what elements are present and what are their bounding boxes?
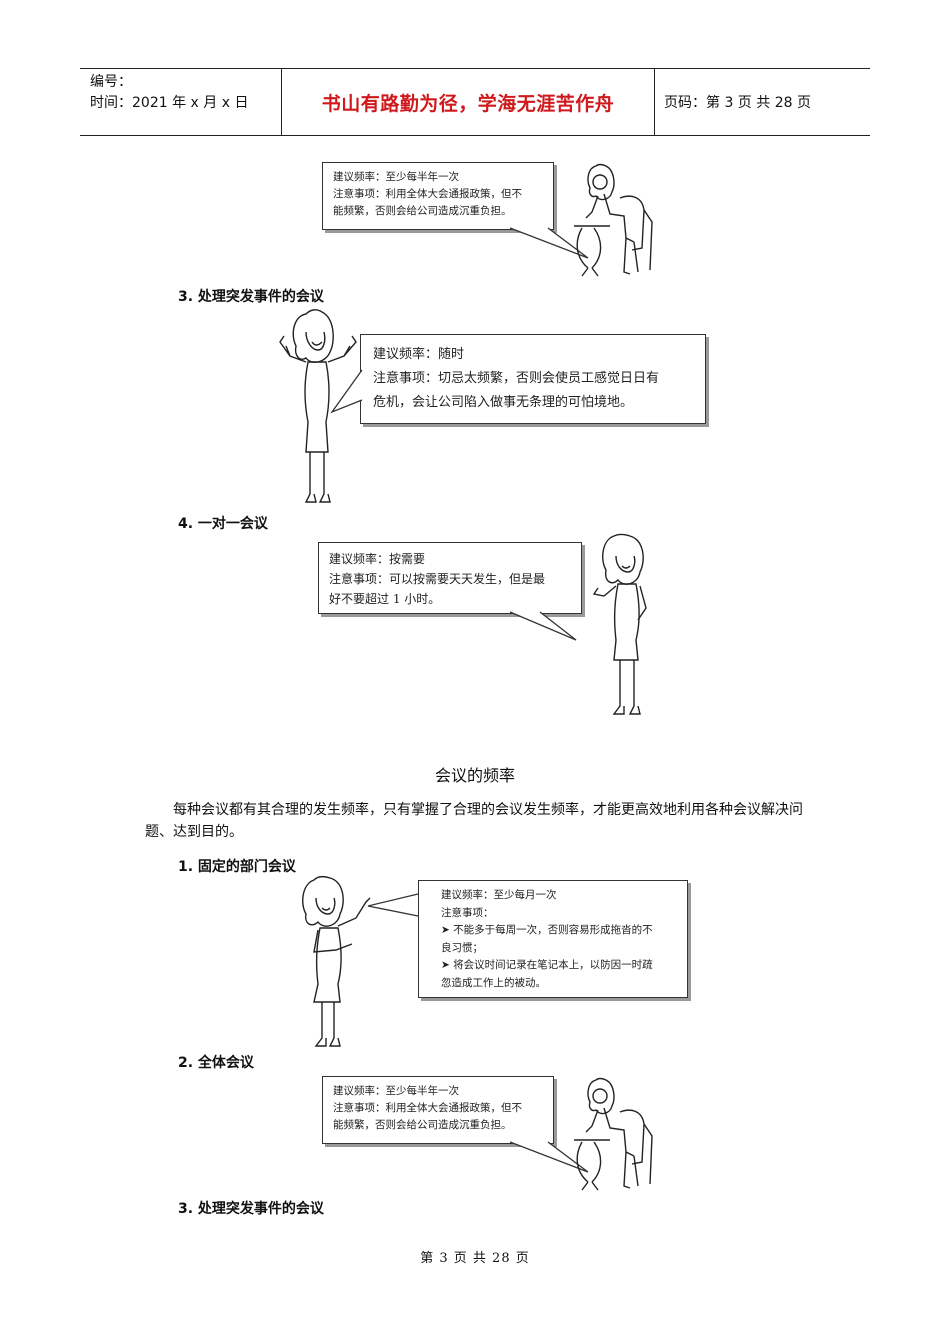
header-divider-1: [281, 68, 282, 136]
heading-one-on-one: 4. 一对一会议: [178, 516, 268, 532]
standing-woman-illustration: [592, 533, 647, 715]
seated-woman-illustration: [574, 1077, 653, 1191]
speech-tail: [509, 227, 589, 259]
header-motto: 书山有路勤为径，学海无涯苦作舟: [321, 92, 615, 115]
heading-department-meeting: 1. 固定的部门会议: [178, 859, 296, 875]
header-rule-bottom: [80, 135, 870, 136]
section-title: 会议的频率: [434, 766, 515, 785]
speech-box-emergency: 建议频率：随时 注意事项：切忌太频繁，否则会使员工感觉日日有 危机，会让公司陷入…: [360, 334, 706, 424]
doc-date: 时间：2021 年 x 月 x 日: [90, 95, 249, 111]
speech-tail: [330, 369, 363, 414]
speech-tail: [509, 611, 577, 641]
speech-box-department-meeting: 建议频率：至少每月一次 注意事项： ➤ 不能多于每周一次，否则容易形成拖沓的不 …: [418, 880, 688, 998]
header-meta: 编号： 时间：2021 年 x 月 x 日: [90, 72, 248, 114]
pointing-woman-illustration: [302, 875, 371, 1047]
speech-box-one-on-one: 建议频率：按需要 注意事项：可以按需要天天发生，但是最 好不要超过 1 小时。: [318, 542, 582, 614]
speech-box-all-hands-top: 建议频率：至少每半年一次 注意事项：利用全体大会通报政策，但不 能频繁，否则会给…: [322, 162, 554, 230]
speech-tail: [509, 1141, 589, 1173]
speech-box-all-hands: 建议频率：至少每半年一次 注意事项：利用全体大会通报政策，但不 能频繁，否则会给…: [322, 1076, 554, 1144]
seated-woman-illustration: [574, 163, 653, 277]
heading-all-hands: 2. 全体会议: [178, 1055, 254, 1071]
speech-tail: [367, 893, 419, 917]
heading-emergency-meeting: 3. 处理突发事件的会议: [178, 1201, 324, 1217]
header-rule-top: [80, 68, 870, 69]
header-page-info: 页码：第 3 页 共 28 页: [664, 95, 811, 111]
heading-emergency-meeting: 3. 处理突发事件的会议: [178, 289, 324, 305]
intro-paragraph: 每种会议都有其合理的发生频率，只有掌握了合理的会议发生频率，才能更高效地利用各种…: [145, 802, 803, 840]
doc-number-label: 编号：: [90, 74, 132, 90]
page-footer: 第 3 页 共 28 页: [420, 1251, 530, 1266]
header-divider-2: [654, 68, 655, 136]
shrugging-woman-illustration: [279, 309, 357, 503]
